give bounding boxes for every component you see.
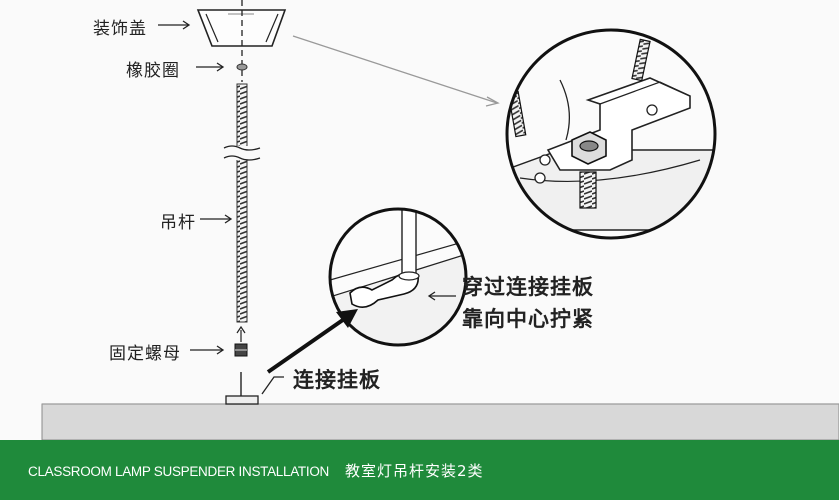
label-fixing-nut: 固定螺母 xyxy=(109,344,181,364)
label-connecting-plate: 连接挂板 xyxy=(293,368,381,392)
decor-cover-shape xyxy=(196,9,287,47)
detail-pointer-line xyxy=(292,35,500,107)
footer-title: CLASSROOM LAMP SUSPENDER INSTALLATION 教室灯… xyxy=(28,460,484,481)
leader-lines xyxy=(158,20,233,355)
connecting-plate-leader xyxy=(261,376,284,395)
threaded-rod xyxy=(223,83,261,323)
plate-detail-circle xyxy=(328,207,468,347)
rod-base xyxy=(225,372,259,405)
footer-title-english: CLASSROOM LAMP SUSPENDER INSTALLATION xyxy=(28,463,329,479)
instruction-line-2: 靠向中心拧紧 xyxy=(462,307,594,331)
instruction-line-1: 穿过连接挂板 xyxy=(462,275,594,299)
footer-banner: CLASSROOM LAMP SUSPENDER INSTALLATION 教室灯… xyxy=(0,440,839,500)
instruction-arrow xyxy=(427,291,456,301)
bracket-detail-circle xyxy=(505,28,717,240)
ceiling-slab xyxy=(41,403,839,440)
footer-title-chinese: 教室灯吊杆安装2类 xyxy=(344,461,484,480)
fixing-nut-shape xyxy=(234,325,248,357)
label-decor-cover: 装饰盖 xyxy=(93,19,147,39)
label-rubber-ring: 橡胶圈 xyxy=(126,61,180,81)
installation-diagram xyxy=(41,0,839,440)
rubber-ring-shape xyxy=(236,63,248,71)
label-hanging-rod: 吊杆 xyxy=(160,213,196,233)
connecting-plate-arrow xyxy=(266,309,358,374)
